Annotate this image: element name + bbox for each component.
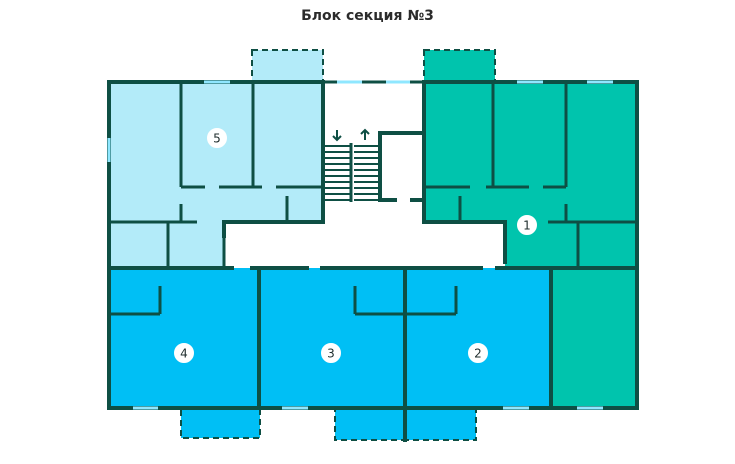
- inner-walls: [109, 82, 637, 316]
- page-title: Блок секция №3: [301, 8, 434, 24]
- arrow-up-icon: [360, 128, 370, 140]
- unit-5-balcony: [251, 49, 324, 83]
- unit-badge-1[interactable]: 1: [515, 213, 539, 237]
- unit-2-area: [405, 268, 551, 408]
- unit-3-balcony: [334, 407, 406, 441]
- unit-4[interactable]: [109, 268, 261, 439]
- unit-label-1: 1: [523, 219, 531, 233]
- arrow-down-icon: [332, 130, 342, 142]
- unit-4-area: [109, 268, 259, 408]
- unit-2[interactable]: [404, 268, 551, 441]
- unit-3-area: [259, 268, 405, 408]
- staircase: [324, 128, 380, 202]
- unit-3[interactable]: [259, 268, 406, 441]
- unit-badge-4[interactable]: 4: [172, 341, 196, 365]
- unit-label-5: 5: [213, 132, 221, 146]
- unit-badge-2[interactable]: 2: [466, 341, 490, 365]
- unit-4-balcony: [180, 407, 261, 439]
- windows: [107, 80, 613, 410]
- unit-label-2: 2: [474, 347, 482, 361]
- unit-badge-5[interactable]: 5: [205, 126, 229, 150]
- unit-label-3: 3: [327, 347, 335, 361]
- unit-badge-3[interactable]: 3: [319, 341, 343, 365]
- unit-5-area: [109, 50, 323, 268]
- unit-5[interactable]: [109, 49, 324, 268]
- unit-1-balcony: [423, 49, 496, 83]
- unit-2-balcony: [404, 407, 477, 441]
- unit-label-4: 4: [180, 347, 188, 361]
